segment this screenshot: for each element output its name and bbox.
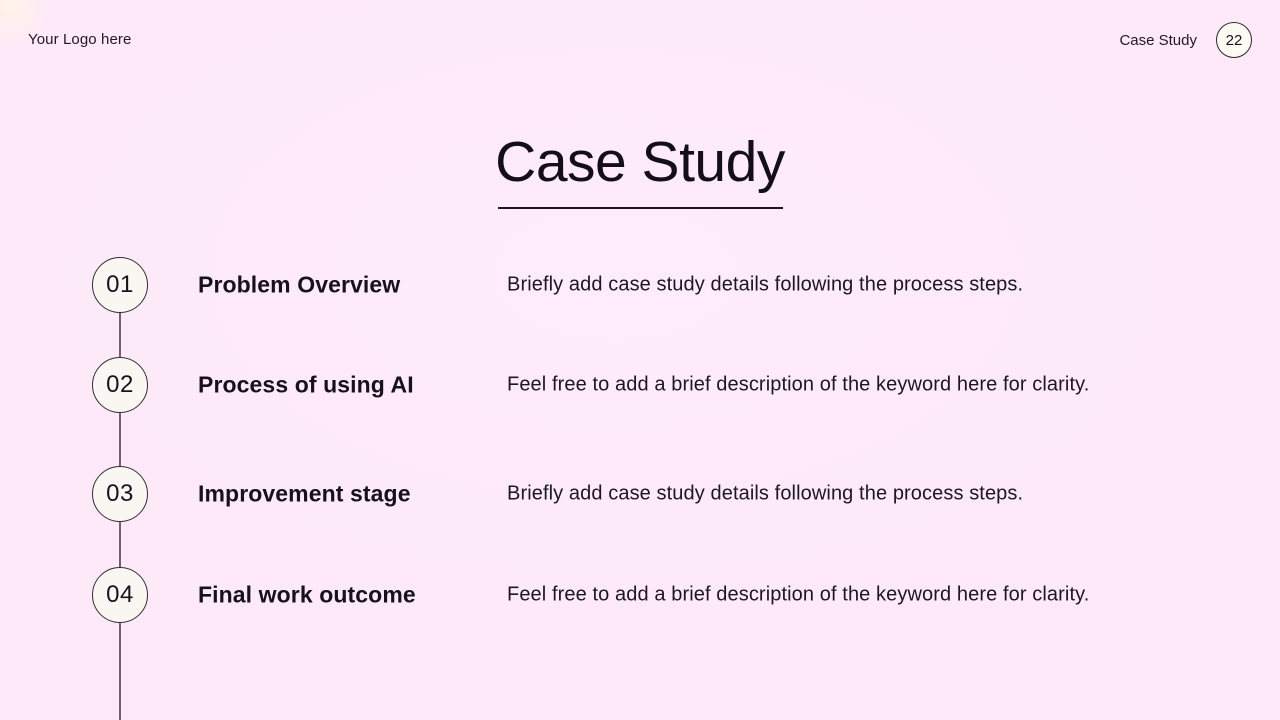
step-row-3: 03 Improvement stage Briefly add case st… <box>0 466 1280 522</box>
step-description: Feel free to add a brief description of … <box>507 583 1090 606</box>
step-description: Briefly add case study details following… <box>507 482 1024 505</box>
step-row-2: 02 Process of using AI Feel free to add … <box>0 357 1280 413</box>
header-right-group: Case Study 22 <box>1119 22 1252 58</box>
step-row-4: 04 Final work outcome Feel free to add a… <box>0 567 1280 623</box>
step-title: Process of using AI <box>198 371 414 398</box>
step-number-badge: 02 <box>92 357 148 413</box>
title-block: Case Study <box>0 130 1280 209</box>
logo-placeholder: Your Logo here <box>28 31 132 48</box>
step-number-badge: 03 <box>92 466 148 522</box>
step-row-1: 01 Problem Overview Briefly add case stu… <box>0 257 1280 313</box>
step-title: Improvement stage <box>198 480 411 507</box>
title-underline <box>497 206 783 209</box>
section-label: Case Study <box>1119 31 1197 49</box>
step-number-badge: 01 <box>92 257 148 313</box>
step-number-badge: 04 <box>92 567 148 623</box>
page-number-badge: 22 <box>1216 22 1252 58</box>
page-title: Case Study <box>495 130 785 194</box>
step-description: Briefly add case study details following… <box>507 273 1024 296</box>
step-description: Feel free to add a brief description of … <box>507 373 1090 396</box>
step-title: Problem Overview <box>198 271 401 298</box>
step-title: Final work outcome <box>198 581 416 608</box>
